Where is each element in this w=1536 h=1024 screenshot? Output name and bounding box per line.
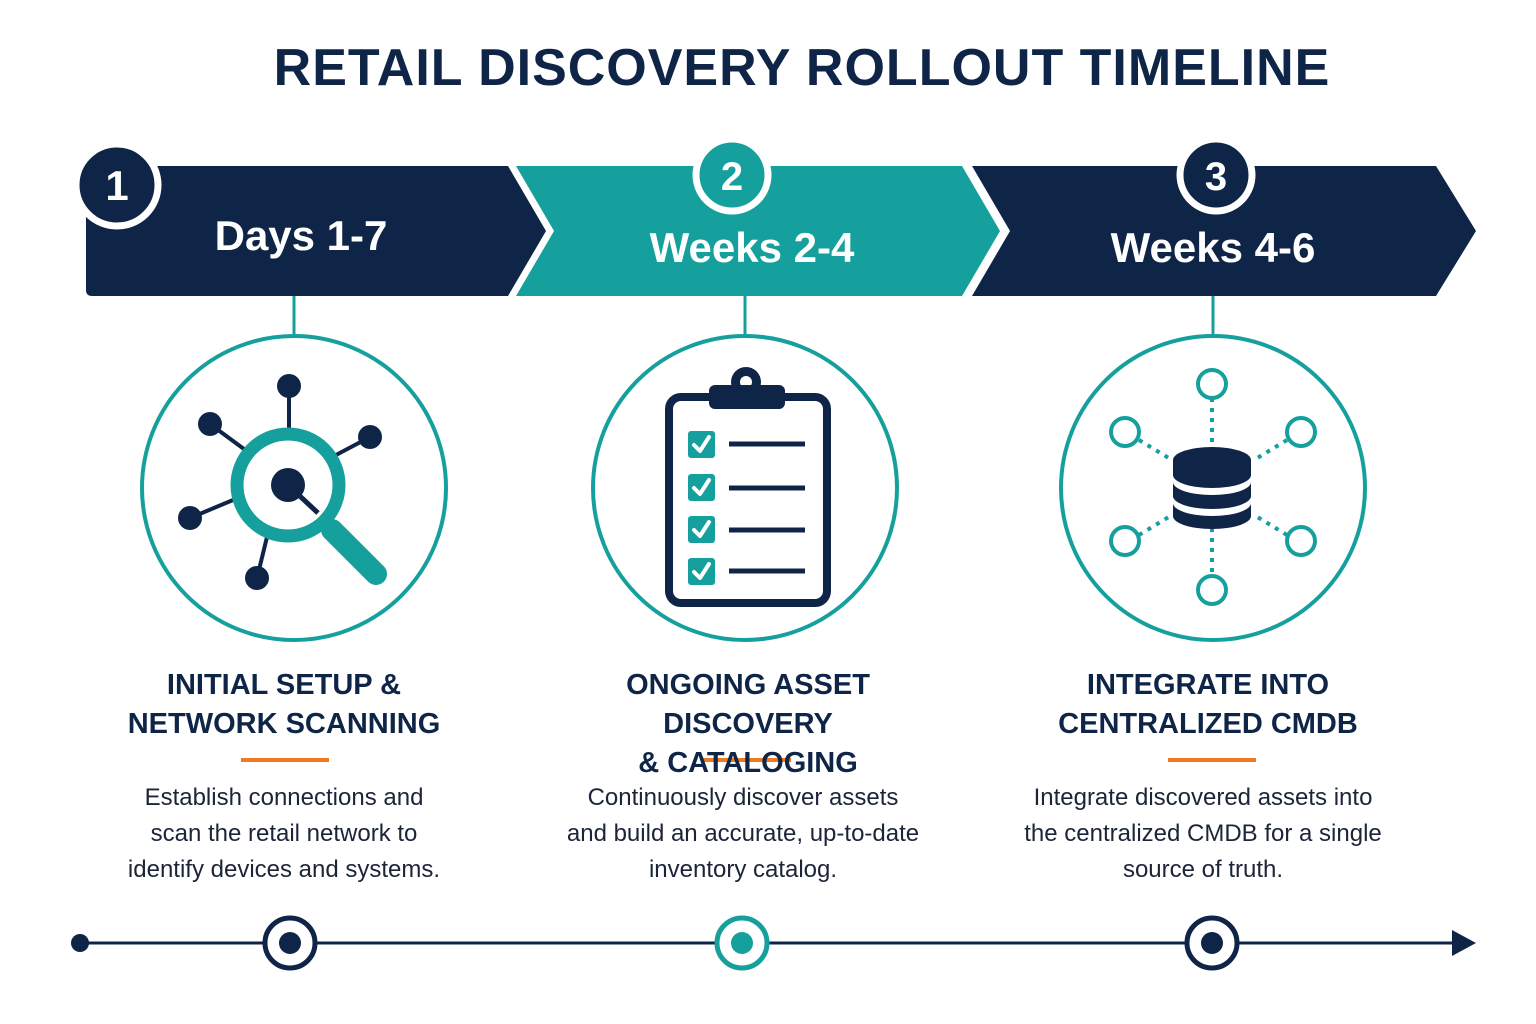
phase-1-number: 1 [105,162,128,209]
phase-1-number-badge: 1 [72,140,162,230]
phase-3-description: Integrate discovered assets into the cen… [1024,784,1382,883]
bottom-timeline [71,915,1476,971]
phase-3-period: Weeks 4-6 [1111,224,1316,271]
timeline-marker-2 [714,915,770,971]
checklist-clipboard-icon [665,367,831,607]
network-search-icon [178,374,387,590]
page-title: RETAIL DISCOVERY ROLLOUT TIMELINE [273,39,1331,97]
phase-1-period: Days 1-7 [215,212,388,259]
phase-2-number-badge: 2 [692,135,772,215]
timeline-start-dot [71,934,89,952]
phase-3-number: 3 [1205,155,1227,199]
phase-1-banner [86,166,546,296]
phase-3-icon-circle [1059,334,1367,642]
timeline-marker-3 [1184,915,1240,971]
database-hub-icon [1109,368,1317,606]
timeline-marker-1 [262,915,318,971]
phase-2-banner [516,166,1000,296]
phase-3-title: INTEGRATE INTO CENTRALIZED CMDB [1058,669,1358,740]
phase-1-title: INITIAL SETUP & NETWORK SCANNING [127,669,441,740]
phase-3-banner [972,166,1476,296]
phase-3-number-badge: 3 [1176,135,1256,215]
phase-2-title: ONGOING ASSET DISCOVERY & CATALOGING [626,669,870,779]
phase-2-description: Continuously discover assets and build a… [566,784,920,883]
phase-2-number: 2 [721,155,743,199]
phase-1-description: Establish connections and scan the retai… [127,784,441,883]
phase-2-period: Weeks 2-4 [650,224,855,271]
